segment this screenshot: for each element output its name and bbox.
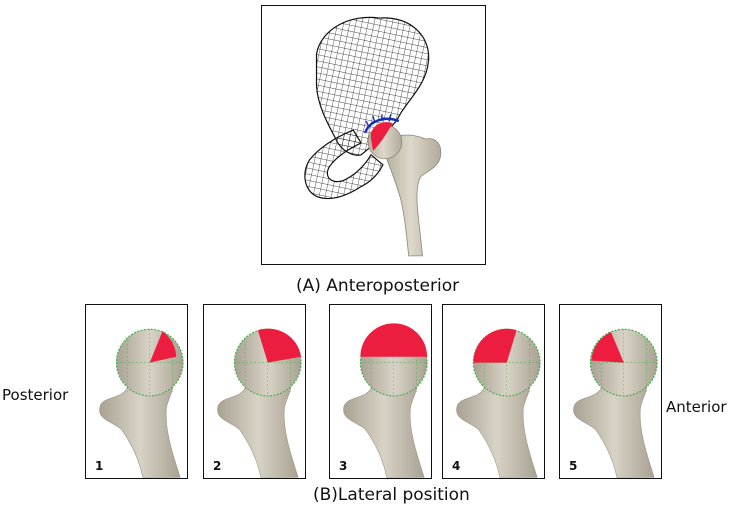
femur-neck-shaft (217, 383, 299, 478)
femur-lateral-illustration (343, 323, 428, 478)
lateral-panel-3: 3 (329, 304, 432, 479)
femur-shaft (385, 134, 442, 257)
femur-lateral-illustration (573, 328, 658, 478)
guide-lines (234, 329, 302, 396)
femur-neck-shaft (343, 383, 425, 478)
femur-neck-shaft (456, 383, 538, 478)
labrum-outline (363, 117, 400, 134)
defect-region (257, 328, 302, 363)
panel-number: 2 (213, 459, 222, 473)
anterior-label: Anterior (666, 398, 727, 416)
hip-wireframe-illustration (304, 16, 442, 257)
lateral-panel-1: 1 (85, 304, 188, 479)
femur-lateral-illustration (99, 328, 184, 478)
lateral-panel-5: 5 (559, 304, 662, 479)
femur-lateral-illustration (456, 328, 541, 478)
defect-region (591, 332, 624, 363)
panel-number: 3 (339, 459, 348, 473)
femur-lateral-illustration (217, 328, 302, 478)
posterior-label: Posterior (2, 386, 69, 404)
panel-number: 1 (95, 459, 104, 473)
defect-region (360, 323, 428, 357)
lateral-caption: (B)Lateral position (313, 485, 470, 505)
defect-region (473, 328, 517, 363)
panel-number: 5 (569, 459, 578, 473)
femur-neck-shaft (99, 383, 181, 478)
defect-region (370, 122, 393, 151)
lateral-panel-2: 2 (203, 304, 306, 479)
femur-neck-shaft (573, 383, 655, 478)
lateral-panel-4: 4 (442, 304, 545, 479)
defect-region (149, 331, 177, 363)
anteroposterior-caption: (A) Anteroposterior (296, 276, 460, 296)
guide-lines (590, 329, 658, 396)
panel-number: 4 (452, 459, 461, 473)
pelvis-lower-mesh (304, 129, 384, 200)
guide-lines (116, 329, 184, 396)
anteroposterior-panel (261, 5, 486, 265)
guide-lines (360, 329, 428, 396)
